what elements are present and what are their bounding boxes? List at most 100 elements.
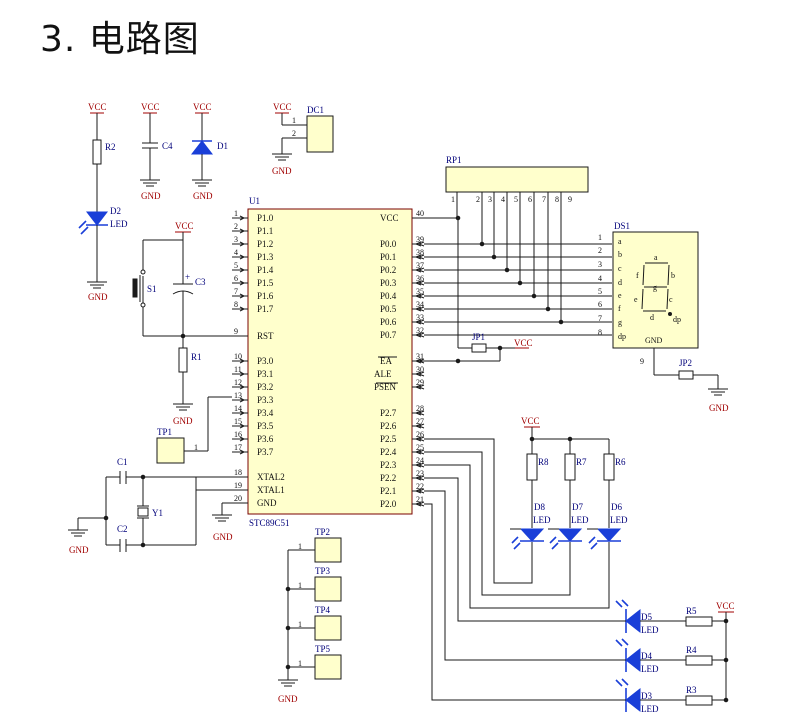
mcu-pin-label-35: P0.4 [380,291,397,301]
mcu-pin-26: 26 [416,430,424,439]
gnd-label: GND [213,532,233,542]
r2-branch: VCC R2 D2 LED GND [78,102,128,302]
mcu-pin-39: 39 [416,235,424,244]
mcu-pin-32: 32 [416,326,424,335]
mcu-right-pins: 40VCC39P0.038P0.137P0.236P0.335P0.434P0.… [374,209,425,509]
rp1-pin-5: 5 [514,195,518,204]
mcu-pin-label-27: P2.6 [380,421,397,431]
mcu-pin-37: 37 [416,261,424,270]
mcu-pin-33: 33 [416,313,424,322]
tp1-body [156,437,185,464]
mcu-gnd: GND [212,502,233,542]
mcu-pin-18: 18 [234,468,242,477]
seg-c: c [669,295,673,304]
mcu-part-label: STC89C51 [249,518,290,528]
led-d5 [625,608,641,634]
ea-jumper: JP1 VCC [418,218,533,364]
seg-d: d [650,313,654,322]
c4-label: C4 [162,141,173,151]
c1-label: C1 [117,457,128,467]
mcu-pin-40: 40 [416,209,424,218]
mcu-pin-9: 9 [234,327,238,336]
tp3-label: TP3 [315,566,331,576]
ds1-seg-label-g: g [618,318,622,327]
mcu-pin-27: 27 [416,417,424,426]
led-d6 [596,528,622,542]
mcu-pin-label-33: P0.6 [380,317,397,327]
ds1-pin-2: 2 [598,246,602,255]
mcu-pin-label-15: P3.5 [257,421,274,431]
mcu-pin-label-21: P2.0 [380,499,397,509]
ds1-body [612,231,699,349]
ds1-seg-label-dp: dp [618,332,626,341]
mcu-pin-label-29: PSEN [374,382,397,392]
mcu-pin-36: 36 [416,274,424,283]
ds1-pin-1: 1 [598,233,602,242]
resistor-r6 [603,453,615,481]
mcu-pin-label-40: VCC [380,213,399,223]
jp2-label: JP2 [679,358,692,368]
r6-label: R6 [615,457,626,467]
mcu-pin-label-19: XTAL1 [257,485,285,495]
mcu-pin-label-31: EA [380,356,392,366]
mcu-pin-20: 20 [234,494,242,503]
test-point-tp1: TP1 1 [156,396,232,464]
mcu-pin-15: 15 [234,417,242,426]
tp5-label: TP5 [315,644,331,654]
mcu-pin-31: 31 [416,352,424,361]
led-d2 [85,211,109,226]
mcu-pin-label-10: P3.0 [257,356,274,366]
r8-label: R8 [538,457,549,467]
ds1-pin-7: 7 [598,314,602,323]
d3-led-label: LED [641,704,659,714]
gnd-label: GND [193,191,213,201]
push-button-s1 [132,278,138,298]
page-title: 3. 电路图 [40,19,200,60]
ds1-pin-5: 5 [598,287,602,296]
diode-d1 [190,140,214,155]
mcu-pin-label-6: P1.5 [257,278,274,288]
gnd-label: GND [272,166,292,176]
ds1-seg-label-e: e [618,291,622,300]
mcu-pin-14: 14 [234,404,242,413]
mcu-pin-35: 35 [416,287,424,296]
resistor-r7 [564,453,576,481]
rp1-pin-1: 1 [451,195,455,204]
mcu-pin-label-24: P2.3 [380,460,397,470]
mcu-pin-19: 19 [234,481,242,490]
mcu-pin-label-39: P0.0 [380,239,397,249]
d6-led-label: LED [610,515,628,525]
rp1-pin-7: 7 [542,195,546,204]
mcu-pin-label-20: GND [257,498,277,508]
dc1-pin-2: 2 [292,129,296,138]
mcu-pin-22: 22 [416,482,424,491]
mcu-pin-7: 7 [234,287,238,296]
tp2-label: TP2 [315,527,330,537]
tp1-pin: 1 [194,443,198,452]
mcu-pin-8: 8 [234,300,238,309]
mcu-pin-label-7: P1.6 [257,291,274,301]
tp5-pin: 1 [298,659,302,668]
jp2-jumper [678,370,694,380]
tp4-pin: 1 [298,620,302,629]
mcu-pin-label-4: P1.3 [257,252,274,262]
gnd-label: GND [173,416,193,426]
mcu-pin-label-5: P1.4 [257,265,274,275]
mcu-pin-label-12: P3.2 [257,382,273,392]
tp2-body [314,537,342,563]
rp1-pin-8: 8 [555,195,559,204]
c4-branch: VCC C4 GND [140,102,173,201]
d2-label: D2 [110,206,121,216]
dc1-connector: VCC DC1 1 2 GND [272,102,334,176]
resistor-r2 [92,139,102,165]
mcu-pin-12: 12 [234,378,242,387]
tp3-pin: 1 [298,581,302,590]
mcu-pin-label-32: P0.7 [380,330,397,340]
gnd-label: GND [709,403,729,413]
p0-bus-wires [424,241,612,336]
mcu-pin-11: 11 [234,365,242,374]
